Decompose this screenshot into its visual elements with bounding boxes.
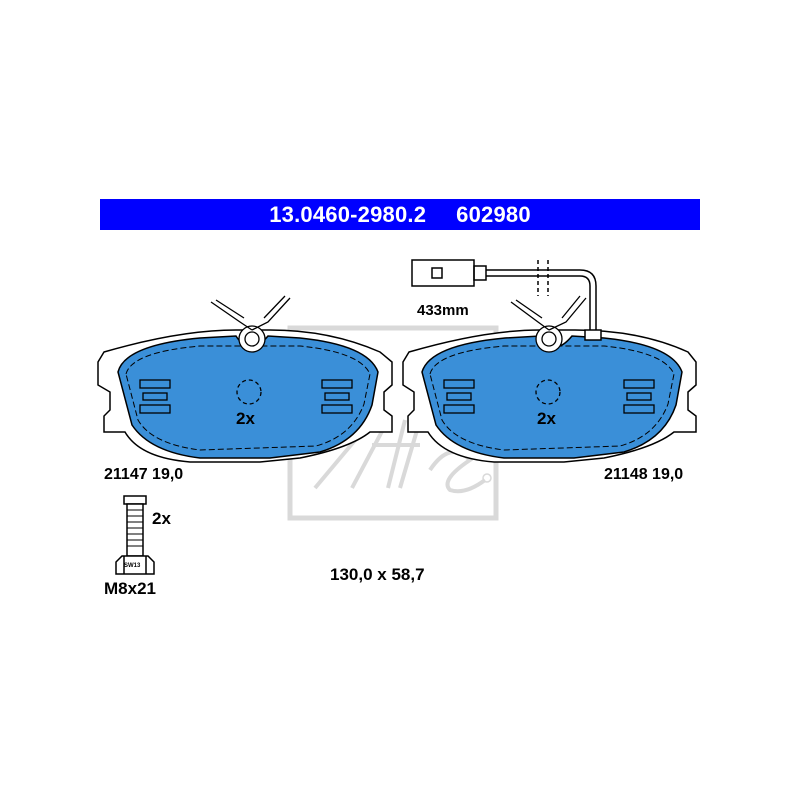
bolt-wrench-size: SW13 [124, 563, 141, 569]
part-number: 13.0460-2980.2 [269, 201, 427, 227]
pad-left-reference: 21147 19,0 [104, 466, 184, 483]
brake-pad-left [97, 295, 393, 463]
pad-left-quantity: 2x [236, 409, 255, 428]
pad-right-quantity: 2x [537, 409, 556, 428]
brake-pad-right [402, 295, 697, 463]
product-code: 602980 [456, 201, 531, 227]
pad-right-reference: 21148 19,0 [604, 466, 684, 483]
sensor-cable-length: 433mm [417, 302, 469, 319]
bolt-size: M8x21 [104, 579, 156, 598]
pad-dimensions: 130,0 x 58,7 [330, 565, 425, 584]
bolt [115, 495, 155, 575]
bolt-quantity: 2x [152, 509, 171, 528]
header-bar: 13.0460-2980.2 602980 [100, 199, 700, 230]
wear-sensor [411, 259, 602, 341]
